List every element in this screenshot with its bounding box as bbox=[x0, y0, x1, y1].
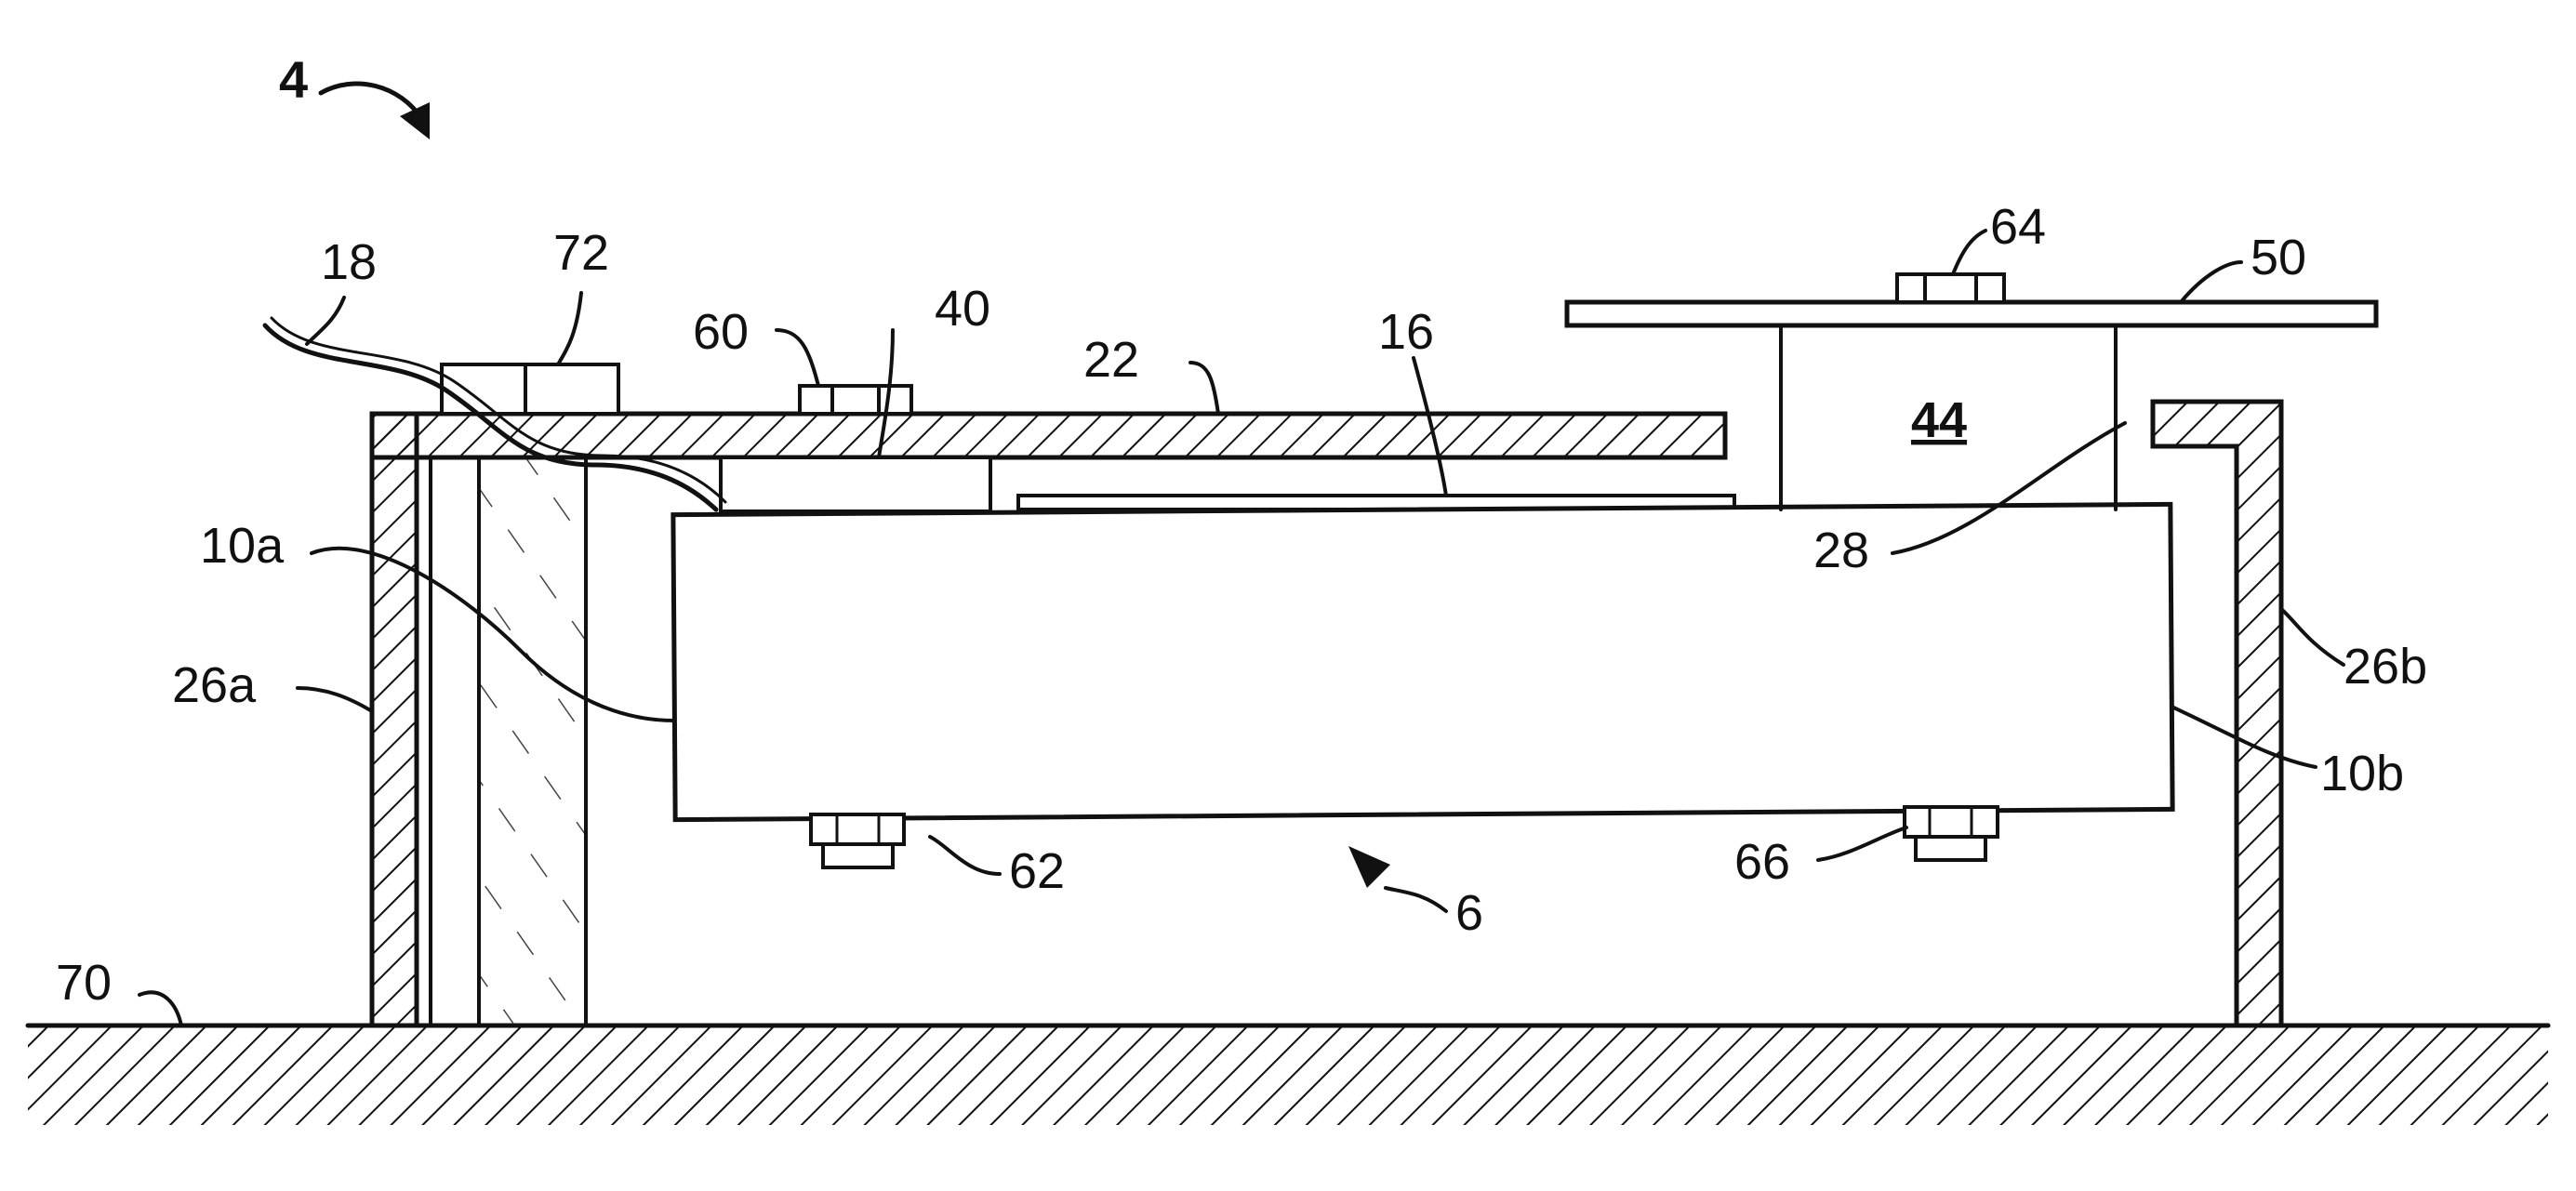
label-64: 64 bbox=[1990, 199, 2046, 255]
main-body bbox=[673, 504, 2172, 819]
label-6: 6 bbox=[1455, 885, 1483, 941]
label-26b: 26b bbox=[2344, 639, 2427, 695]
label-72: 72 bbox=[553, 225, 609, 281]
label-4: 4 bbox=[279, 50, 308, 109]
upper-plate bbox=[1567, 302, 2376, 325]
top-plate bbox=[372, 414, 1725, 457]
left-wall bbox=[372, 414, 417, 1026]
fastener-bottom-right bbox=[1905, 807, 1998, 860]
label-66: 66 bbox=[1734, 834, 1790, 890]
left-inner-column bbox=[431, 457, 586, 1026]
label-60: 60 bbox=[693, 304, 749, 360]
label-10a: 10a bbox=[200, 518, 285, 574]
label-44: 44 bbox=[1911, 392, 1967, 448]
ground-surface bbox=[28, 1026, 2548, 1125]
fastener-top-right bbox=[1897, 274, 2004, 302]
module-block bbox=[721, 457, 990, 511]
label-62: 62 bbox=[1009, 843, 1065, 899]
label-40: 40 bbox=[935, 281, 990, 337]
fastener-top-left bbox=[800, 386, 911, 414]
label-26a: 26a bbox=[172, 657, 257, 713]
label-18: 18 bbox=[321, 234, 377, 290]
label-50: 50 bbox=[2251, 230, 2306, 285]
label-16: 16 bbox=[1378, 304, 1434, 360]
label-70: 70 bbox=[56, 955, 112, 1011]
fastener-bottom-left bbox=[811, 814, 904, 867]
label-10b: 10b bbox=[2320, 746, 2404, 801]
label-28: 28 bbox=[1813, 523, 1869, 578]
label-22: 22 bbox=[1083, 332, 1139, 388]
